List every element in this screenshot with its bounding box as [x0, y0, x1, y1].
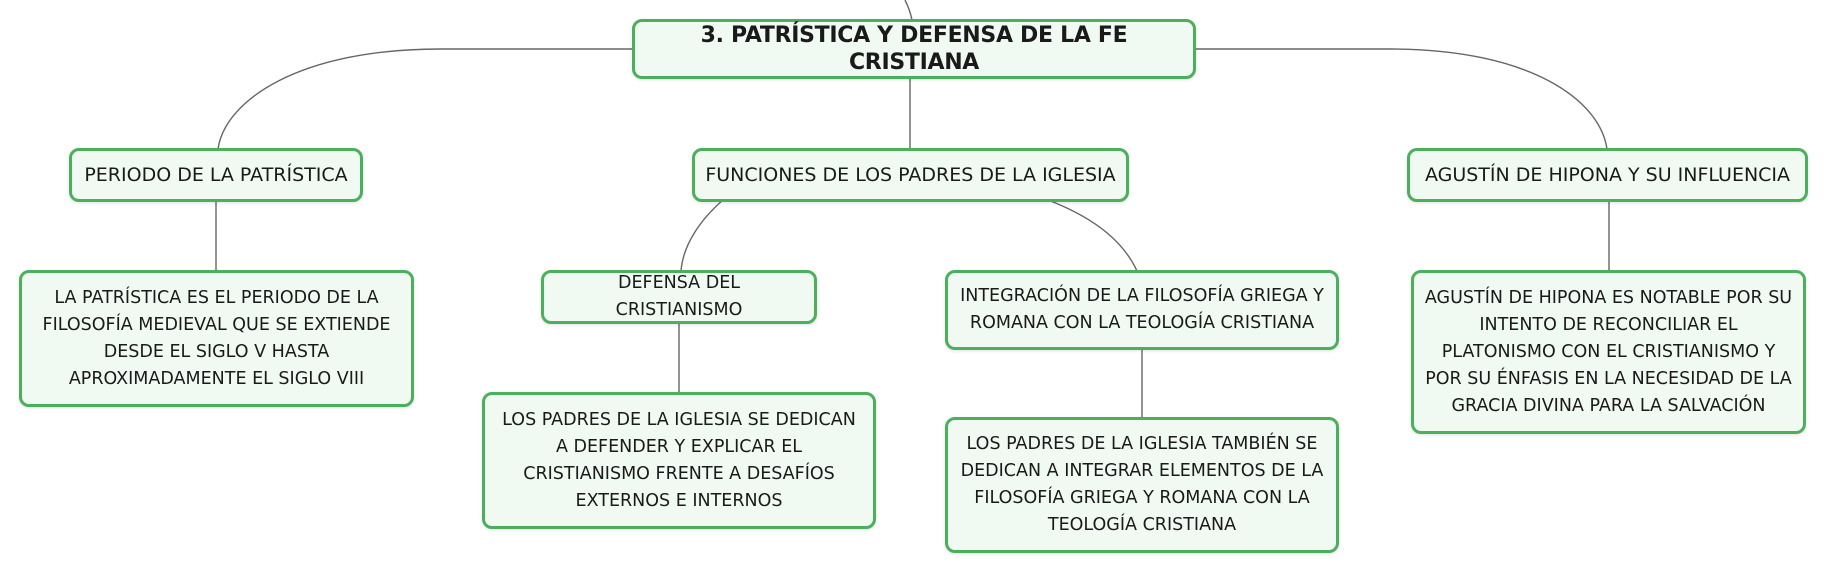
subtopic-label: LA PATRÍSTICA ES EL PERIODO DE LA FILOSO… [42, 287, 391, 389]
detail-defensa-descripcion[interactable]: LOS PADRES DE LA IGLESIA SE DEDICAN A DE… [482, 392, 876, 529]
subtopic-label: DEFENSA DEL CRISTIANISMO [615, 273, 743, 320]
subtopic-label: AGUSTÍN DE HIPONA ES NOTABLE POR SU INTE… [1424, 287, 1793, 416]
detail-label: LOS PADRES DE LA IGLESIA SE DEDICAN A DE… [502, 409, 856, 511]
connector-root-to-agustin [1194, 48, 1608, 150]
connector-funciones-to-integracion [1047, 199, 1138, 272]
topic-agustin-hipona[interactable]: AGUSTÍN DE HIPONA Y SU INFLUENCIA [1407, 148, 1808, 202]
subtopic-agustin-descripcion[interactable]: AGUSTÍN DE HIPONA ES NOTABLE POR SU INTE… [1411, 270, 1806, 434]
detail-integracion-descripcion[interactable]: LOS PADRES DE LA IGLESIA TAMBIÉN SE DEDI… [945, 417, 1339, 553]
topic-label: PERIODO DE LA PATRÍSTICA [84, 163, 348, 186]
connector-root-to-periodo [217, 48, 634, 150]
detail-label: LOS PADRES DE LA IGLESIA TAMBIÉN SE DEDI… [960, 434, 1324, 535]
subtopic-defensa-cristianismo[interactable]: DEFENSA DEL CRISTIANISMO [541, 270, 817, 324]
topic-funciones-padres[interactable]: FUNCIONES DE LOS PADRES DE LA IGLESIA [692, 148, 1129, 202]
root-topic[interactable]: 3. PATRÍSTICA Y DEFENSA DE LA FE CRISTIA… [632, 19, 1196, 79]
parent-connector [904, 0, 913, 21]
subtopic-label: INTEGRACIÓN DE LA FILOSOFÍA GRIEGA Y ROM… [960, 286, 1324, 333]
subtopic-integracion-filosofia[interactable]: INTEGRACIÓN DE LA FILOSOFÍA GRIEGA Y ROM… [945, 270, 1339, 350]
topic-label: FUNCIONES DE LOS PADRES DE LA IGLESIA [705, 163, 1116, 186]
subtopic-periodo-descripcion[interactable]: LA PATRÍSTICA ES EL PERIODO DE LA FILOSO… [19, 270, 414, 407]
topic-label: AGUSTÍN DE HIPONA Y SU INFLUENCIA [1424, 163, 1791, 186]
topic-periodo-patristica[interactable]: PERIODO DE LA PATRÍSTICA [69, 148, 363, 202]
root-topic-label: 3. PATRÍSTICA Y DEFENSA DE LA FE CRISTIA… [700, 23, 1128, 75]
connector-funciones-to-defensa [680, 199, 724, 272]
